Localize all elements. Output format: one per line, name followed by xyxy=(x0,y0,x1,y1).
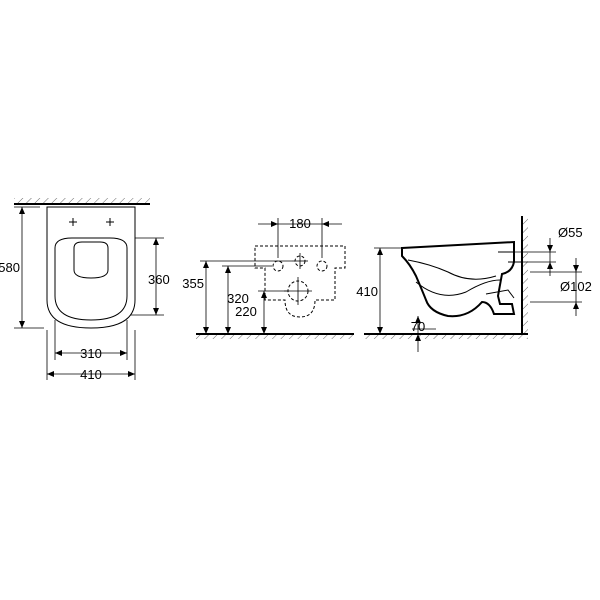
fixing-cross-icon xyxy=(69,218,114,226)
floor-hatch-front xyxy=(196,334,354,339)
label-diameter-55: Ø55 xyxy=(558,225,583,240)
dim-220 xyxy=(258,290,288,334)
label-320: 320 xyxy=(227,291,249,306)
floor-hatch-side xyxy=(364,334,528,339)
dim-310 xyxy=(54,320,128,360)
label-diameter-102: Ø102 xyxy=(560,279,592,294)
label-220: 220 xyxy=(235,304,257,319)
label-355: 355 xyxy=(182,276,204,291)
wall-hatch-side xyxy=(522,216,528,334)
bowl-opening xyxy=(73,241,109,279)
label-70: 70 xyxy=(411,319,425,334)
front-view: 180 355 320 220 xyxy=(182,216,354,339)
label-360: 360 xyxy=(148,272,170,287)
dim-580 xyxy=(14,206,44,329)
label-580: 580 xyxy=(0,260,20,275)
dim-320 xyxy=(222,265,272,334)
label-310: 310 xyxy=(80,346,102,361)
fixing-hole-left xyxy=(272,260,284,272)
dim-355 xyxy=(200,260,292,334)
fixing-hole-right xyxy=(316,260,328,272)
dim-410-top xyxy=(46,330,136,380)
label-410-side: 410 xyxy=(356,284,378,299)
fixing-outline xyxy=(254,245,346,318)
label-180: 180 xyxy=(289,216,311,231)
side-view: 410 70 Ø55 Ø102 xyxy=(356,216,592,352)
dim-360 xyxy=(130,237,164,316)
dim-180 xyxy=(258,218,342,258)
wall-hatch-top xyxy=(14,198,150,204)
trap-inner-curve xyxy=(415,279,501,296)
label-410-top: 410 xyxy=(80,367,102,382)
dim-70 xyxy=(412,316,436,352)
outlet-inner xyxy=(485,289,515,299)
rim-outline xyxy=(54,237,128,321)
dim-410-side xyxy=(374,247,402,334)
toilet-profile xyxy=(401,240,516,318)
dim-diameter-55 xyxy=(514,238,556,276)
dim-diameter-102 xyxy=(530,258,582,316)
bowl-inner-curve xyxy=(407,259,497,280)
bowl-outline xyxy=(46,206,136,329)
top-view: 580 360 310 410 xyxy=(0,198,170,382)
